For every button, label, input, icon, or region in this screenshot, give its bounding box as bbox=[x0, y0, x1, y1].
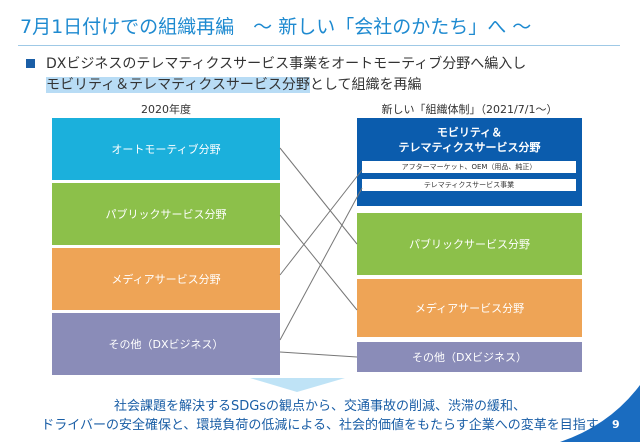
bullet-line-2: モビリティ＆テレマティクスサービス分野として組織を再編 bbox=[46, 74, 422, 94]
footer-line-1: 社会課題を解決するSDGsの観点から、交通事故の削減、渋滞の緩和、 bbox=[113, 399, 527, 414]
line-automotive bbox=[279, 147, 358, 245]
left-box-automotive: オートモーティブ分野 bbox=[52, 118, 280, 180]
sub-box-telematics: テレマティクスサービス事業 bbox=[362, 179, 576, 191]
bullet-line-2-rest: として組織を再編 bbox=[309, 77, 422, 93]
down-arrow-icon bbox=[250, 378, 345, 392]
sub-box-aftermarket: アフターマーケット、OEM（用品、純正） bbox=[362, 161, 576, 173]
highlighted-text: モビリティ＆テレマティクスサービス分野 bbox=[46, 77, 310, 93]
left-box-other: その他（DXビジネス） bbox=[52, 313, 280, 375]
bullet-line-1: DXビジネスのテレマティクスサービス事業をオートモーティブ分野へ編入し bbox=[46, 56, 527, 72]
slide-title: 7月1日付けでの組織再編 ～ 新しい「会社のかたち」へ ～ bbox=[20, 16, 532, 38]
page-number: 9 bbox=[612, 418, 620, 431]
right-box-other: その他（DXビジネス） bbox=[357, 342, 582, 372]
title-divider bbox=[18, 45, 620, 46]
line-other bbox=[279, 351, 358, 358]
left-header: 2020年度 bbox=[141, 103, 191, 116]
footer-line-2: ドライバーの安全確保と、環境負荷の低減による、社会的価値をもたらす企業への変革を… bbox=[41, 418, 599, 433]
line-public bbox=[279, 214, 358, 311]
right-box-public: パブリックサービス分野 bbox=[357, 213, 582, 275]
line-media-to-aftermarket bbox=[279, 169, 363, 276]
mobility-title-1: モビリティ＆ bbox=[436, 126, 503, 139]
bullet-icon bbox=[26, 59, 35, 68]
left-box-media: メディアサービス分野 bbox=[52, 248, 280, 310]
right-box-media: メディアサービス分野 bbox=[357, 279, 582, 337]
mobility-title-2: テレマティクスサービス分野 bbox=[398, 141, 541, 154]
line-other-to-telematics bbox=[279, 187, 363, 341]
right-header: 新しい「組織体制」（2021/7/1～） bbox=[381, 103, 558, 116]
corner-swoosh bbox=[560, 385, 640, 442]
left-box-public: パブリックサービス分野 bbox=[52, 183, 280, 245]
